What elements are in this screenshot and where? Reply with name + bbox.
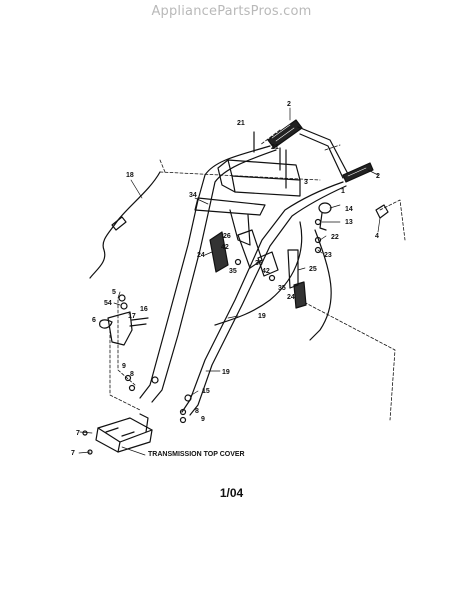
callout-label: 25	[309, 266, 317, 273]
site-watermark: AppliancePartsPros.com	[151, 4, 312, 19]
revision-date: 1/04	[219, 486, 244, 500]
callout-label: 3	[304, 179, 308, 186]
right-grip	[342, 162, 374, 183]
callout-label: 42	[262, 268, 270, 275]
cable-18	[89, 171, 161, 279]
callout-label: 9	[122, 363, 126, 370]
callout-label: 13	[345, 219, 353, 226]
transmission-top-cover	[95, 413, 153, 453]
callout-label: 4	[375, 233, 379, 240]
callout-label: 22	[331, 234, 339, 241]
callout-label: 24	[197, 252, 205, 259]
callout-label: 36	[255, 260, 263, 267]
callout-label: 6	[92, 317, 96, 324]
callout-label: 5	[112, 289, 116, 296]
callout-label: 14	[345, 206, 353, 213]
callout-label: 8	[195, 408, 199, 415]
callout-label: 21	[237, 120, 245, 127]
callout-label: 34	[189, 192, 197, 199]
callout-label: 7	[76, 430, 80, 437]
callout-label: 19	[222, 369, 230, 376]
callout-label: 2	[287, 101, 291, 108]
callout-label: 15	[202, 388, 210, 395]
control-panel	[217, 159, 301, 197]
callout-label: 24	[287, 294, 295, 301]
callout-label: 19	[258, 313, 266, 320]
callout-label: 21	[271, 144, 279, 151]
callout-label: 8	[130, 371, 134, 378]
callout-label: 23	[324, 252, 332, 259]
callout-label: 16	[140, 306, 148, 313]
transmission-cover-label: TRANSMISSION TOP COVER	[148, 451, 245, 458]
callout-label: 42	[221, 244, 229, 251]
callout-label: 35	[278, 285, 286, 292]
callout-label: 2	[376, 173, 380, 180]
callout-label: 17	[128, 313, 136, 320]
callout-label: 54	[104, 300, 112, 307]
callout-label: 7	[71, 450, 75, 457]
callout-label: 1	[341, 188, 345, 195]
callout-label: 26	[223, 233, 231, 240]
callout-labels: 2 21 21 3 1 2 18 34 26 14 13 22 23 4 42 …	[71, 101, 380, 458]
callout-label: 9	[201, 416, 205, 423]
callout-leaders	[78, 107, 381, 456]
upper-handle	[139, 145, 277, 403]
callout-label: 18	[126, 172, 134, 179]
leader-lines	[109, 129, 406, 421]
cable-19	[214, 221, 303, 326]
callout-label: 35	[229, 268, 237, 275]
